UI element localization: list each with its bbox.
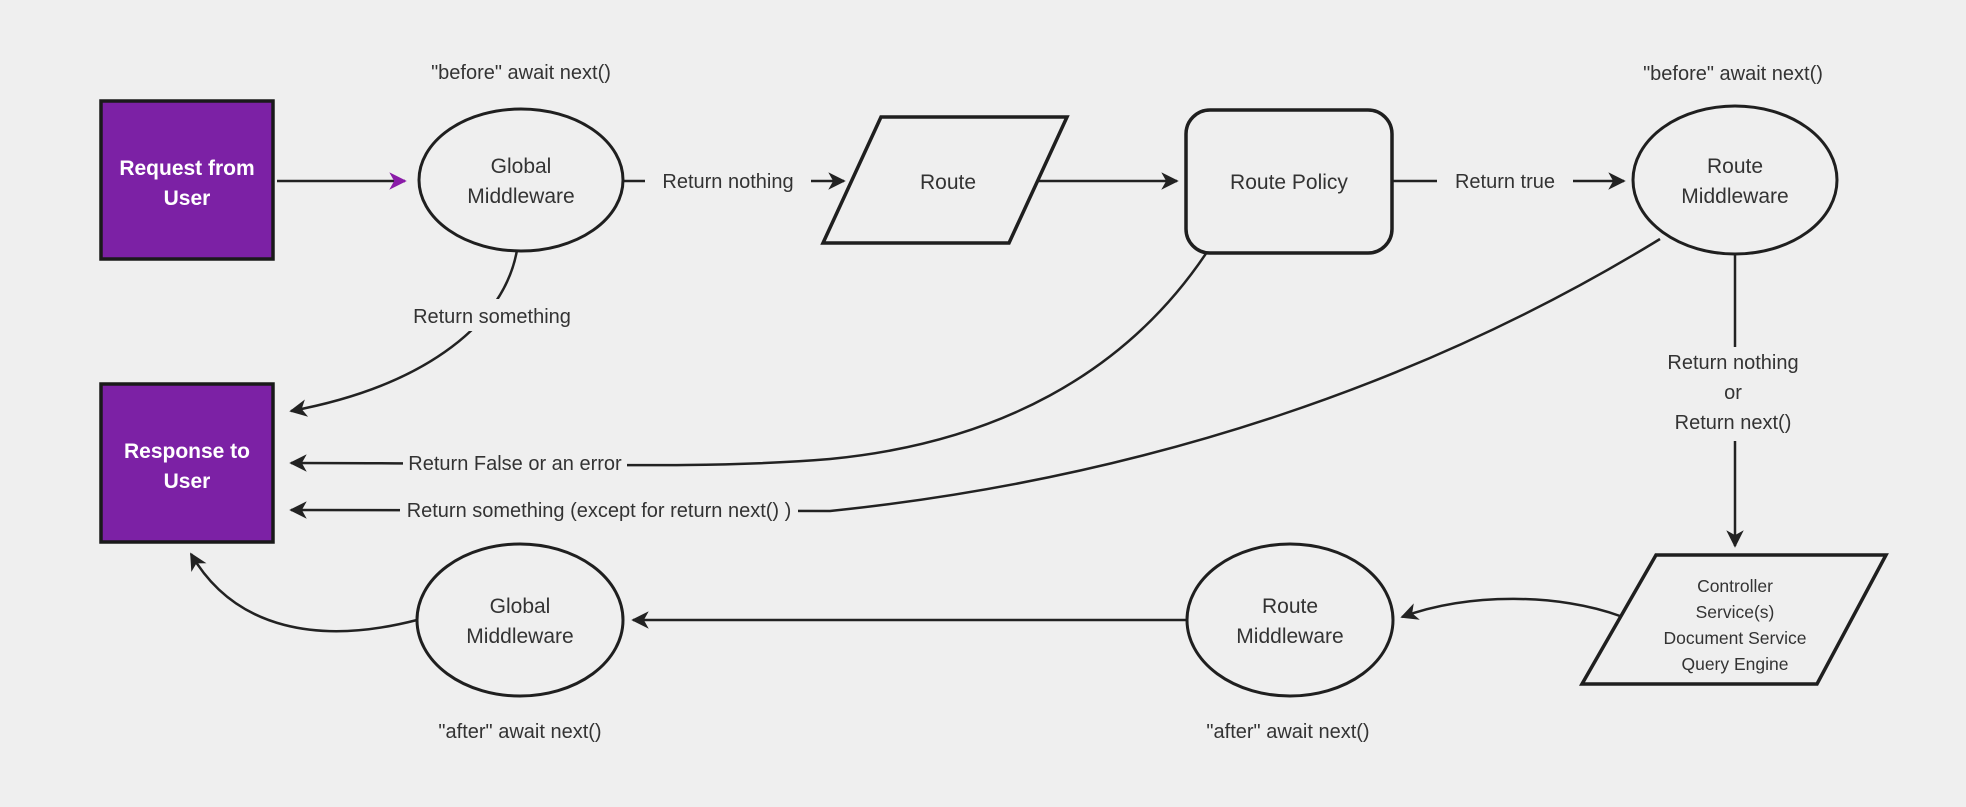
label-return-something: Return something — [413, 306, 571, 328]
label-return-nothing-or-line3: Return next() — [1675, 412, 1792, 434]
label-bg-return-something — [403, 299, 581, 331]
controller-line4: Query Engine — [1681, 654, 1788, 674]
controller-line1: Controller — [1697, 576, 1773, 596]
global-middleware-top-line1: Global — [491, 155, 552, 178]
label-return-true: Return true — [1455, 171, 1555, 193]
controller-line3: Document Service — [1664, 628, 1807, 648]
node-route — [820, 115, 1070, 245]
label-before-await-next-right: "before" await next() — [1643, 63, 1823, 85]
response-label-line1: Response to — [124, 440, 250, 463]
label-after-await-next-right: "after" await next() — [1206, 721, 1369, 743]
label-return-nothing: Return nothing — [662, 171, 793, 193]
label-bg-return-true — [1437, 164, 1573, 196]
response-label-line2: User — [164, 470, 211, 493]
route-middleware-top-line1: Route — [1707, 155, 1763, 178]
node-response-to-user — [99, 382, 275, 544]
label-bg-return-nothing-or — [1646, 347, 1822, 441]
label-return-nothing-or-line2: or — [1724, 382, 1742, 404]
edge-route-middleware-to-response — [289, 237, 1661, 519]
request-label-line1: Request from — [119, 157, 254, 180]
label-return-false-or-error: Return False or an error — [408, 453, 622, 475]
request-label-line2: User — [164, 187, 211, 210]
label-before-await-next-left: "before" await next() — [431, 62, 611, 84]
label-return-nothing-or-line1: Return nothing — [1667, 352, 1798, 374]
node-request-from-user — [99, 99, 275, 261]
edge-controller-to-route-middleware-bottom — [1400, 597, 1621, 620]
node-global-middleware-bottom — [415, 542, 625, 698]
route-middleware-bottom-line2: Middleware — [1236, 625, 1343, 648]
label-bg-return-nothing — [645, 164, 811, 196]
route-label: Route — [920, 171, 976, 194]
label-bg-return-something-except — [400, 494, 798, 526]
route-middleware-top-line2: Middleware — [1681, 185, 1788, 208]
node-controller-services — [1578, 553, 1889, 686]
edge-global-middleware-bottom-to-response — [189, 552, 418, 633]
node-route-policy — [1184, 108, 1394, 255]
route-middleware-bottom-line1: Route — [1262, 595, 1318, 618]
global-middleware-bottom-line1: Global — [490, 595, 551, 618]
label-after-await-next-left: "after" await next() — [438, 721, 601, 743]
controller-line2: Service(s) — [1696, 602, 1775, 622]
node-route-middleware-top — [1631, 104, 1839, 256]
node-global-middleware-top — [417, 107, 625, 253]
route-policy-label: Route Policy — [1230, 171, 1348, 194]
edge-global-middleware-to-response — [289, 249, 519, 417]
label-bg-return-false — [403, 447, 627, 479]
label-return-something-except: Return something (except for return next… — [407, 500, 792, 522]
edge-route-policy-to-response — [289, 251, 1209, 472]
global-middleware-bottom-line2: Middleware — [466, 625, 573, 648]
node-route-middleware-bottom — [1185, 542, 1395, 698]
global-middleware-top-line2: Middleware — [467, 185, 574, 208]
